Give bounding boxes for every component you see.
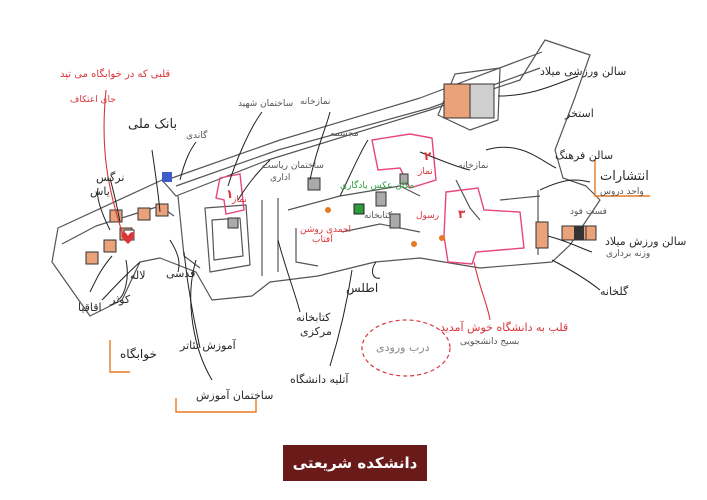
- tree-marker[interactable]: [353, 203, 365, 215]
- label-namazkhaneh-right: نمازخانه: [458, 161, 489, 171]
- label-namazkhaneh-top: نمازخانه: [300, 97, 331, 107]
- red-arrows: [103, 89, 491, 321]
- label-amozesh-tatr: آموزش تئاتر: [180, 339, 236, 352]
- label-darb-vorudi: درب ورودی: [376, 341, 430, 354]
- label-aghagha: اقاقیا: [78, 301, 102, 314]
- label-salon-milad: سالن ورزشی میلاد: [540, 65, 627, 78]
- label-vaahed-dorus: واحد دروس: [600, 187, 644, 197]
- label-laleh: لاله: [130, 269, 146, 282]
- label-namaz-center: نماز: [418, 167, 433, 177]
- label-kitabkhane-left: کتابخانه: [296, 311, 331, 324]
- label-rasoul: رسول: [416, 211, 440, 221]
- annotation-arrows: [89, 75, 601, 381]
- page-title: دانشکده شریعتی: [283, 445, 427, 481]
- label-ahmadi-ravshan: احمدی روشن: [300, 225, 351, 235]
- label-yas: یاس: [90, 185, 110, 198]
- entrance-circle[interactable]: [361, 319, 451, 377]
- label-ghodsi: قدسی: [166, 267, 196, 280]
- label-estakhr: استخر: [565, 107, 594, 120]
- label-nargess: نرگس: [96, 171, 125, 184]
- label-markazi: مرکزی: [300, 325, 332, 338]
- building-2[interactable]: [371, 133, 437, 189]
- label-atlas: اطلس: [346, 281, 379, 295]
- building-1[interactable]: [215, 173, 245, 215]
- bank-melli-building[interactable]: [162, 172, 172, 182]
- label-atalou-daneshgah: آتلیه دانشگاه: [290, 373, 349, 386]
- label-aftab: آفتاب: [312, 235, 333, 245]
- building-3[interactable]: [443, 187, 525, 265]
- label-salon-varzeshi: سالن ورزش میلاد: [605, 235, 687, 248]
- dorm-kowsar[interactable]: [103, 239, 117, 253]
- label-namaz-left: نماز: [232, 195, 247, 205]
- label-ja-etekaf: جای اعتکاف: [70, 95, 116, 105]
- label-ghalb-top: قلبی که در خوابگاه می تپد: [60, 69, 171, 80]
- label-vazn-ardali: وزنه برداری: [606, 249, 651, 259]
- label-salon-farhang: سالن فرهنگ: [555, 149, 614, 162]
- dorm-ghodsi[interactable]: [155, 203, 169, 217]
- label-sakhteman-shahid: ساختمان شهید: [238, 99, 294, 109]
- markers: [121, 203, 445, 247]
- label-kitabkhane: کتابخانه: [364, 211, 393, 221]
- label-kowsar: کوثر: [110, 293, 131, 306]
- salon-kelas-building[interactable]: [535, 221, 549, 249]
- label-fast-food: فست فود: [570, 207, 607, 217]
- label-sakhteman-riasat: ساختمان ریاست: [262, 161, 324, 171]
- label-khabgah: خوابگاه: [120, 347, 157, 361]
- orange-brackets: [109, 160, 650, 413]
- label-bank-melli: بانک ملی: [128, 117, 178, 132]
- buildings: [85, 83, 597, 265]
- label-tree-note: مکان عکس یادگاری: [340, 181, 415, 191]
- label-gandi: گاندی: [186, 131, 208, 141]
- building-number-3: ۳: [458, 207, 466, 221]
- label-ghalb-note: قلب به دانشگاه خوش آمدید: [440, 321, 569, 334]
- label-mojasame: مجسمه: [330, 129, 359, 139]
- label-entesharat: انتشارات: [600, 169, 649, 184]
- label-basij: بسیج دانشجویی: [460, 337, 520, 347]
- building-number-1: ۱: [226, 187, 234, 201]
- building-number-2: ۲: [424, 149, 432, 163]
- label-edari: اداری: [270, 173, 291, 183]
- dorm-nargess[interactable]: [137, 207, 151, 221]
- label-sakhteman-amozesh: ساختمان آموزش: [196, 389, 274, 402]
- highlighted-buildings: [215, 133, 525, 265]
- dorm-aghagha[interactable]: [85, 251, 99, 265]
- label-golkhane: گلخانه: [600, 285, 629, 298]
